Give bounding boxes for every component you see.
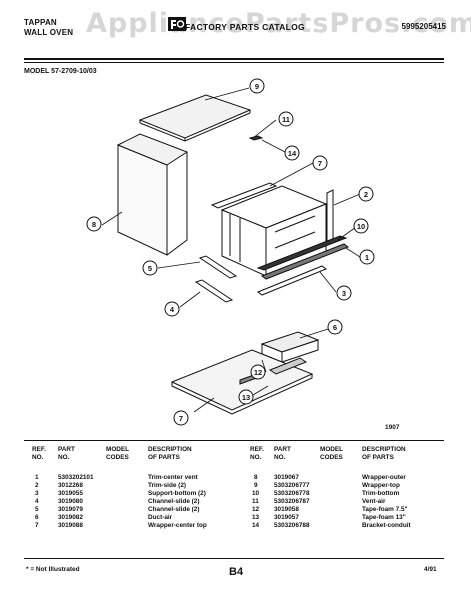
table-bottom-rule: [24, 558, 444, 559]
header-rule-thin: [24, 62, 444, 63]
channel-slide-lower-part: [194, 279, 234, 303]
revision-date: 4/91: [424, 566, 437, 573]
wrapper-outer-part: [116, 133, 189, 256]
callout-7-lower: 7: [179, 414, 183, 423]
callout-11: 11: [282, 115, 290, 124]
wrapper-center-bottom-part: [170, 349, 314, 415]
catalog-title: FACTORY PARTS CATALOG: [185, 22, 305, 32]
oven-box: [220, 185, 328, 277]
page-number: B4: [229, 566, 244, 578]
callout-9: 9: [255, 82, 259, 91]
callout-3: 3: [342, 289, 346, 298]
model-number: MODEL 57-2709-10/03: [24, 68, 97, 75]
product-type: WALL OVEN: [24, 28, 74, 37]
callout-2: 2: [364, 190, 368, 199]
header-ref-right: REF.NO.: [250, 446, 264, 461]
callout-5: 5: [148, 264, 152, 273]
trim-side-part: [326, 189, 334, 244]
diagram-code: 1907: [385, 424, 400, 431]
brand-block: TAPPAN WALL OVEN: [24, 18, 73, 38]
vent-air-part: [248, 135, 264, 141]
callout-1: 1: [365, 253, 369, 262]
header-rule: [24, 58, 444, 60]
callout-4: 4: [170, 305, 175, 314]
table-top-rule: [24, 440, 444, 441]
brand-name: TAPPAN: [24, 18, 57, 27]
exploded-parts-diagram: 9 11 14 7 8 2 10 1 5 3 4 6 12 13 7: [86, 78, 375, 426]
channel-slide-upper-part: [198, 255, 238, 279]
callout-10: 10: [357, 222, 365, 231]
callout-12: 12: [254, 368, 262, 377]
footnote: * = Not Illustrated: [26, 566, 80, 573]
support-bottom-part: [256, 265, 328, 296]
callout-13: 13: [242, 393, 250, 402]
wrapper-top-part: [138, 94, 252, 142]
header-ref-left: REF.NO.: [32, 446, 46, 461]
catalog-part-number: 5995205415: [401, 22, 447, 31]
callout-8: 8: [92, 220, 96, 229]
callout-6: 6: [333, 323, 337, 332]
callout-14: 14: [288, 149, 297, 158]
trim-center-vent-part: [260, 243, 350, 280]
frigidaire-logo-icon: [168, 17, 186, 31]
wrapper-center-top-part: [210, 182, 278, 209]
trim-bottom-part: [256, 235, 348, 271]
callout-7-upper: 7: [318, 159, 322, 168]
